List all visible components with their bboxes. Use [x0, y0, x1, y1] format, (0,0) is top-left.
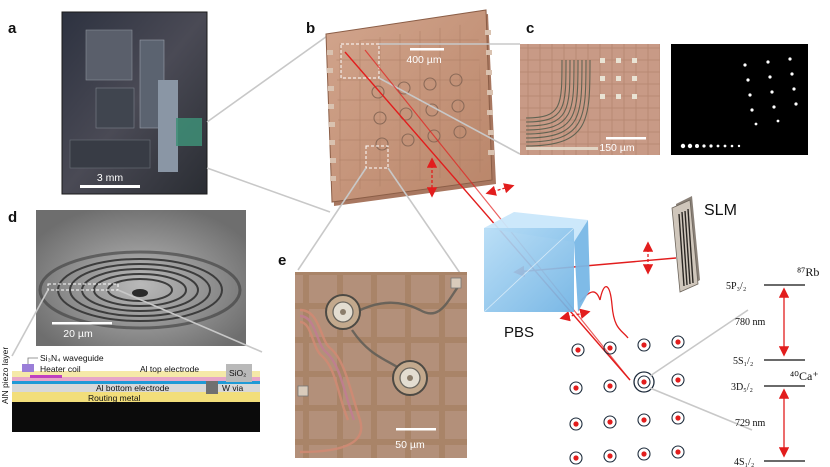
- aln-layer: [12, 377, 260, 381]
- atom-array: [569, 309, 753, 465]
- sio2-block: [226, 364, 252, 382]
- scale-label-e: 50 µm: [395, 439, 425, 451]
- panel-b: b 400 µm: [306, 9, 496, 206]
- bottom-electrode-layer: [12, 381, 260, 384]
- layer-label-routing: Routing metal: [88, 393, 141, 403]
- scale-bar-b: [410, 48, 444, 51]
- ca-species-label: ⁴⁰Ca⁺: [790, 369, 819, 383]
- zoom-lines-atom-levels: [649, 309, 753, 431]
- ca-wavelength-label: 729 nm: [735, 418, 766, 429]
- rb-wavelength-label: 780 nm: [735, 317, 766, 328]
- rb-lower-label: 5S₁/₂: [733, 356, 753, 367]
- rb-upper-label: 5P₃/₂: [726, 281, 746, 292]
- scale-bar-d: [52, 322, 112, 325]
- chip-photonic-region: [176, 118, 202, 146]
- bond-pad: [297, 385, 309, 397]
- zoom-lines-d: [11, 289, 263, 357]
- ca-upper-label: 3D₅/₂: [731, 382, 753, 393]
- ca-lower-label: 4S₁/₂: [734, 457, 754, 467]
- scale-label-b: 400 µm: [406, 54, 441, 66]
- chip-block: [95, 87, 135, 129]
- bond-pads-left: [327, 50, 336, 181]
- slm: SLM: [671, 196, 737, 293]
- output-spots: [743, 57, 798, 126]
- layer-label-top-electrode: Al top electrode: [140, 364, 199, 374]
- waveguide-outputs: [600, 58, 637, 99]
- panel-label-b: b: [306, 20, 315, 37]
- scale-bar-a: [80, 185, 140, 188]
- chip-grid: [336, 22, 484, 192]
- panel-label-a: a: [8, 20, 17, 37]
- layer-label-aln: AlN piezo layer: [0, 347, 10, 404]
- w-via: [206, 381, 218, 394]
- scale-label-c: 150 µm: [599, 142, 634, 154]
- slm-pixels: [678, 208, 694, 287]
- atom-traps: [569, 335, 685, 465]
- cross-section: Si₃N₄ waveguide Heater coil Al top elect…: [0, 347, 260, 432]
- inset-box-cross-section: [47, 283, 119, 291]
- waveguide-bundle: [525, 59, 591, 147]
- panel-e: e 50 µm: [278, 252, 467, 458]
- panel-d: d 20 µm: [0, 209, 263, 432]
- pol-arrow-horizontal-chip: [485, 183, 515, 196]
- modulator-1: [325, 294, 361, 330]
- atom-pulse: [599, 286, 629, 339]
- beam-chip-return: [364, 49, 631, 381]
- beam-chip-to-atoms: [344, 51, 631, 381]
- panel-label-e: e: [278, 252, 286, 269]
- layer-label-heater: Heater coil: [40, 364, 81, 374]
- sem-rings: [38, 250, 242, 330]
- panel-a: a 3 mm: [8, 11, 208, 195]
- modulator-micrograph: [295, 272, 467, 458]
- scale-bar-c: [606, 137, 646, 140]
- scale-label-d: 20 µm: [63, 328, 93, 340]
- pbs-cube: PBS: [483, 212, 590, 341]
- level-diagram: ⁸⁷Rb 5P₃/₂ 780 nm 5S₁/₂ ⁴⁰Ca⁺ 3D₅/₂ 729 …: [726, 265, 819, 467]
- top-electrode-layer: [12, 371, 260, 377]
- edge-couplers: [526, 147, 598, 150]
- pbs-label: PBS: [504, 324, 534, 341]
- output-spot-image: [671, 44, 808, 155]
- polarization-arrows: [426, 157, 654, 322]
- scale-label-a: 3 mm: [97, 172, 124, 184]
- sem-center-via: [132, 289, 148, 297]
- zoom-lines-b-c: [378, 43, 521, 155]
- scale-bar-e: [396, 428, 436, 431]
- layer-label-waveguide: Si₃N₄ waveguide: [40, 353, 104, 363]
- substrate: [12, 402, 260, 432]
- edge-coupler-spots: [680, 143, 741, 149]
- bond-pads-right: [485, 30, 494, 155]
- chip-block: [69, 139, 151, 169]
- layer-label-bottom-electrode: Al bottom electrode: [96, 383, 170, 393]
- chip-array: [158, 80, 178, 172]
- zoom-lines-a-b: [206, 33, 331, 213]
- panel-label-c: c: [526, 20, 534, 37]
- layer-label-w-via: W via: [222, 383, 244, 393]
- atoms: [573, 339, 681, 461]
- panel-c: c 150 µm: [520, 20, 808, 155]
- inset-box-c: [340, 43, 380, 79]
- slm-label: SLM: [704, 202, 737, 219]
- rb-species-label: ⁸⁷Rb: [797, 265, 819, 279]
- modulator-array: [371, 73, 467, 151]
- oxide-layer: [12, 384, 260, 392]
- zoom-lines-b-e: [297, 167, 463, 277]
- pol-arrow-pbs: [559, 308, 591, 322]
- inset-box-e: [365, 145, 389, 169]
- modulator-2: [392, 360, 428, 396]
- routing-metal-layer: [12, 392, 260, 402]
- waveguide-core: [22, 364, 34, 372]
- chip-block: [85, 29, 133, 81]
- layer-label-sio2: SiO₂: [229, 368, 246, 378]
- panel-label-d: d: [8, 209, 17, 226]
- bond-pad: [450, 277, 462, 289]
- heater-coil: [30, 375, 62, 378]
- panel-a-frame: [61, 11, 208, 195]
